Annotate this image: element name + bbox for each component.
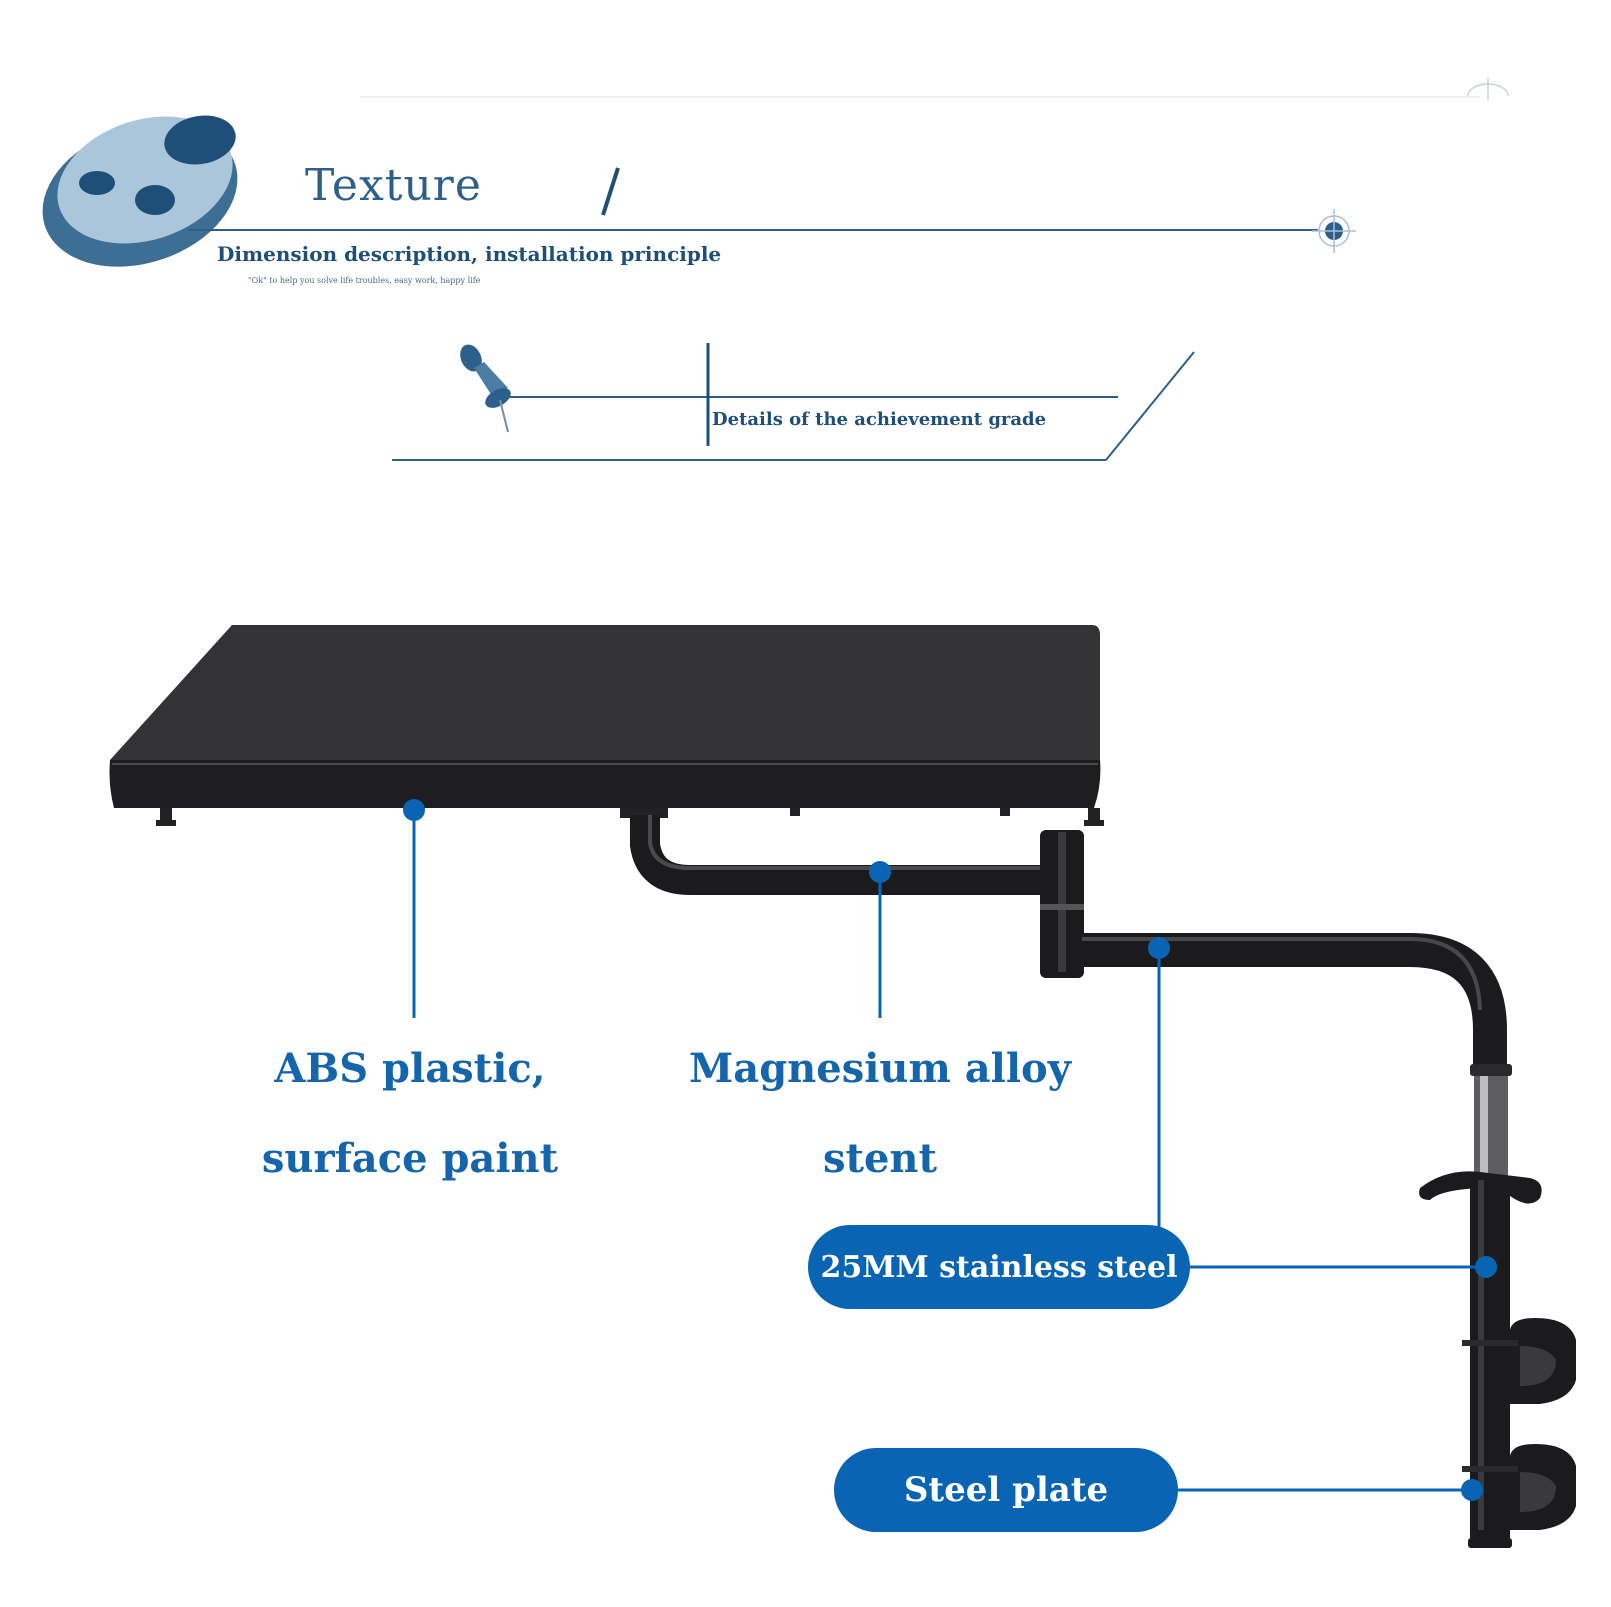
steel-plate-pill: Steel plate — [834, 1448, 1178, 1532]
tagline: "Ok" to help you solve life troubles, ea… — [248, 276, 481, 285]
page-subtitle: Dimension description, installation prin… — [217, 242, 722, 266]
page-title: Texture — [305, 160, 482, 211]
magnesium-label-line1: Magnesium alloy — [689, 1045, 1071, 1092]
logo-blob-icon — [42, 115, 238, 267]
grade-caption: Details of the achievement grade — [712, 409, 1047, 430]
crosshair-icon — [1312, 209, 1356, 253]
magnesium-label-line2: stent — [822, 1135, 937, 1182]
upper-clamp — [1510, 1318, 1576, 1404]
pushpin-icon — [460, 344, 511, 433]
tray-top — [110, 625, 1100, 760]
stainless-steel-pill: 25MM stainless steel — [808, 1225, 1190, 1309]
small-crosshair-icon — [1467, 78, 1509, 100]
abs-plastic-label-line1: ABS plastic, — [274, 1045, 546, 1092]
lower-clamp — [1510, 1444, 1576, 1530]
tray-front-edge — [109, 760, 1101, 808]
abs-plastic-label-line2: surface paint — [261, 1135, 559, 1182]
